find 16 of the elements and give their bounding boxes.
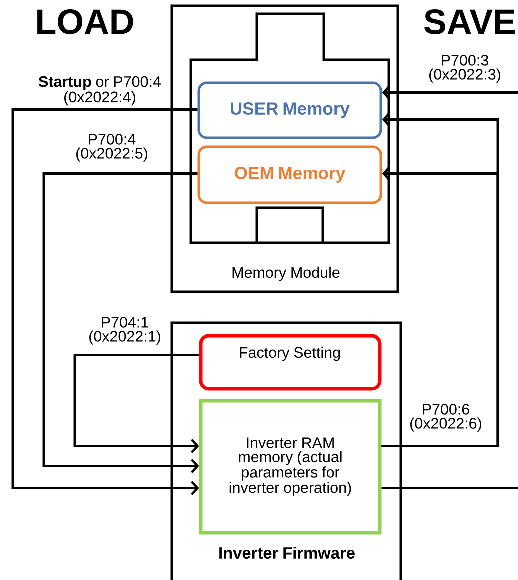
ram-box: Inverter RAM memory (actual parameters for inverter operation): [199, 399, 382, 535]
edge-label: P704:1 (0x2022:1): [90, 317, 160, 345]
memory-box: USER Memory: [198, 82, 382, 140]
edge-label: Startup or P700:4 (0x2022:4): [38, 76, 161, 106]
edge-label: P700:6 (0x2022:6): [410, 404, 482, 432]
connector-arrow: [42, 172, 200, 474]
memory-box: OEM Memory: [198, 146, 382, 204]
edge-label: P700:3 (0x2022:3): [430, 55, 500, 83]
connector-arrow: [12, 108, 200, 496]
connector-arrow: [74, 354, 200, 454]
setting-box: Factory Setting: [199, 334, 382, 391]
heading: SAVE: [424, 10, 516, 34]
connector-arrow: [382, 86, 518, 100]
connector-arrow: [382, 166, 500, 448]
heading: LOAD: [38, 10, 134, 34]
edge-label: P700:4 (0x2022:5): [76, 134, 148, 162]
